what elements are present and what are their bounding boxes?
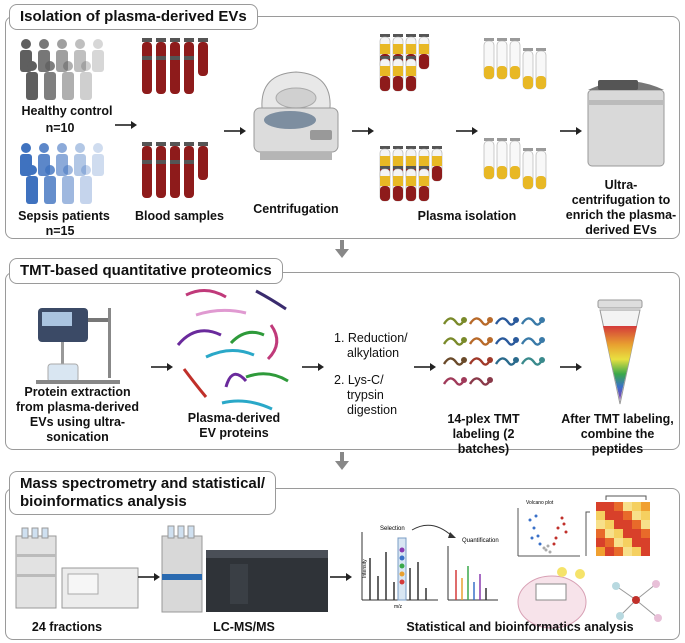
plasma-isolation-label: Plasma isolation [417, 209, 517, 223]
quantification-text: Quantification [462, 538, 499, 544]
step-lysc-label: 2. Lys-C/ [334, 373, 384, 387]
lcms-label: LC-MS/MS [213, 620, 275, 634]
panel-title-ms-analysis: Mass spectrometry and statistical/ bioin… [9, 471, 277, 515]
arrow-right-icon [456, 127, 478, 135]
arrow-right-icon [224, 127, 246, 135]
tmt-peptides-icon [442, 317, 545, 386]
healthy-control-label: Healthy control [21, 104, 113, 118]
sonicator-icon [36, 308, 120, 384]
blood-samples-label: Blood samples [135, 209, 224, 223]
panel-title-line2: bioinformatics analysis [20, 493, 187, 510]
ultracentrifugation-label: Ultra-centrifugation to enrich the plasm… [565, 178, 677, 237]
arrow-right-icon [151, 363, 173, 371]
mz-text: m/z [394, 604, 403, 610]
heatmap-icon [585, 495, 650, 556]
step-reduction-label: 1. Reduction/ [334, 331, 408, 345]
fractions-label: 24 fractions [31, 620, 103, 634]
analysis-label: Statistical and bioinformatics analysis [406, 620, 634, 634]
arrow-right-icon [560, 127, 582, 135]
arrow-right-icon [560, 363, 582, 371]
ms-spectra-icon: Selection Quantification Intensity m/z [361, 524, 499, 610]
arrow-right-icon [352, 127, 374, 135]
tmt-labeling-label: 14-plex TMT labeling (2 batches) [447, 412, 520, 456]
panel-title-line1: Mass spectrometry and statistical/ [20, 475, 266, 492]
arrow-down-icon [335, 452, 349, 470]
ultracentrifuge-icon [587, 80, 665, 167]
plasma-separated-tubes-icon [379, 34, 443, 202]
protein-extraction-label: Protein extraction from plasma-derived E… [16, 385, 139, 444]
step-trypsin-label: trypsin [347, 388, 384, 402]
healthy-people-icon [20, 39, 104, 100]
healthy-n-label: n=10 [45, 121, 75, 135]
arrow-right-icon [302, 363, 324, 371]
network-diagram-icon [517, 567, 662, 629]
arrow-down-icon [335, 240, 349, 258]
combined-tube-icon [597, 299, 643, 405]
volcano-title-text: Volcano plot [526, 500, 554, 506]
hplc-instrument-icon [15, 527, 139, 609]
volcano-plot-icon: Volcano plot [517, 500, 580, 557]
protein-strands-icon [176, 289, 289, 411]
arrow-right-icon [414, 363, 436, 371]
blood-tubes-icon [142, 38, 208, 198]
arrow-right-icon [330, 573, 352, 581]
ev-proteins-label: Plasma-derived EV proteins [187, 411, 281, 440]
sepsis-people-icon [20, 143, 104, 204]
selection-text: Selection [380, 526, 405, 532]
sepsis-patients-label: Sepsis patients [18, 209, 110, 223]
panel-title-proteomics: TMT-based quantitative proteomics [9, 258, 283, 284]
panel-title-isolation: Isolation of plasma-derived EVs [9, 4, 258, 30]
panel-isolation [5, 16, 680, 239]
sepsis-n-label: n=15 [45, 224, 75, 238]
arrow-right-icon [138, 573, 160, 581]
step-digestion-label: digestion [347, 403, 398, 417]
plasma-tubes-icon [483, 38, 547, 190]
combine-peptides-label: After TMT labeling, combine the peptides [561, 412, 674, 456]
lcms-instrument-icon [161, 525, 328, 613]
step-alkylation-label: alkylation [347, 346, 400, 360]
intensity-text: Intensity [362, 559, 368, 578]
arrow-right-icon [115, 121, 137, 129]
centrifuge-icon [253, 71, 339, 160]
centrifugation-label: Centrifugation [253, 202, 339, 216]
panel-proteomics [5, 272, 680, 450]
